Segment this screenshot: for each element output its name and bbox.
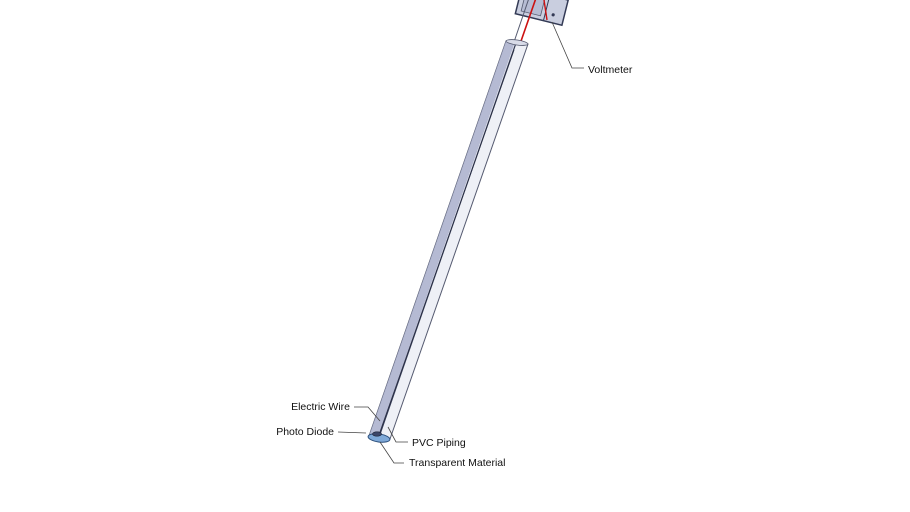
pvc-piping-leader: [387, 426, 408, 443]
electric-wire-label: Electric Wire: [291, 401, 350, 413]
wire-lead-dark: [513, 0, 529, 43]
voltmeter-leader: [551, 21, 584, 69]
voltmeter-terminal: [551, 13, 555, 17]
voltmeter-divider: [542, 0, 551, 21]
pvc-pipe-shading: [369, 41, 515, 437]
pvc-piping-label: PVC Piping: [412, 437, 466, 449]
voltmeter-label: Voltmeter: [588, 64, 633, 76]
wire-lead-top-red: [543, 0, 548, 21]
electric-wire: [379, 49, 515, 433]
wire-lead-red: [519, 0, 537, 45]
pipe-bottom-end: [367, 431, 391, 443]
voltmeter: [514, 0, 570, 27]
transparent-material-leader: [379, 441, 404, 464]
photo-diode-label: Photo Diode: [276, 426, 334, 438]
electric-wire-leader: [354, 406, 381, 422]
pvc-pipe: [368, 39, 529, 440]
photo-diode: [372, 431, 382, 437]
transparent-material-label: Transparent Material: [409, 457, 505, 469]
pvc-pipe-top-opening: [505, 39, 529, 46]
photo-diode-leader: [337, 431, 367, 434]
